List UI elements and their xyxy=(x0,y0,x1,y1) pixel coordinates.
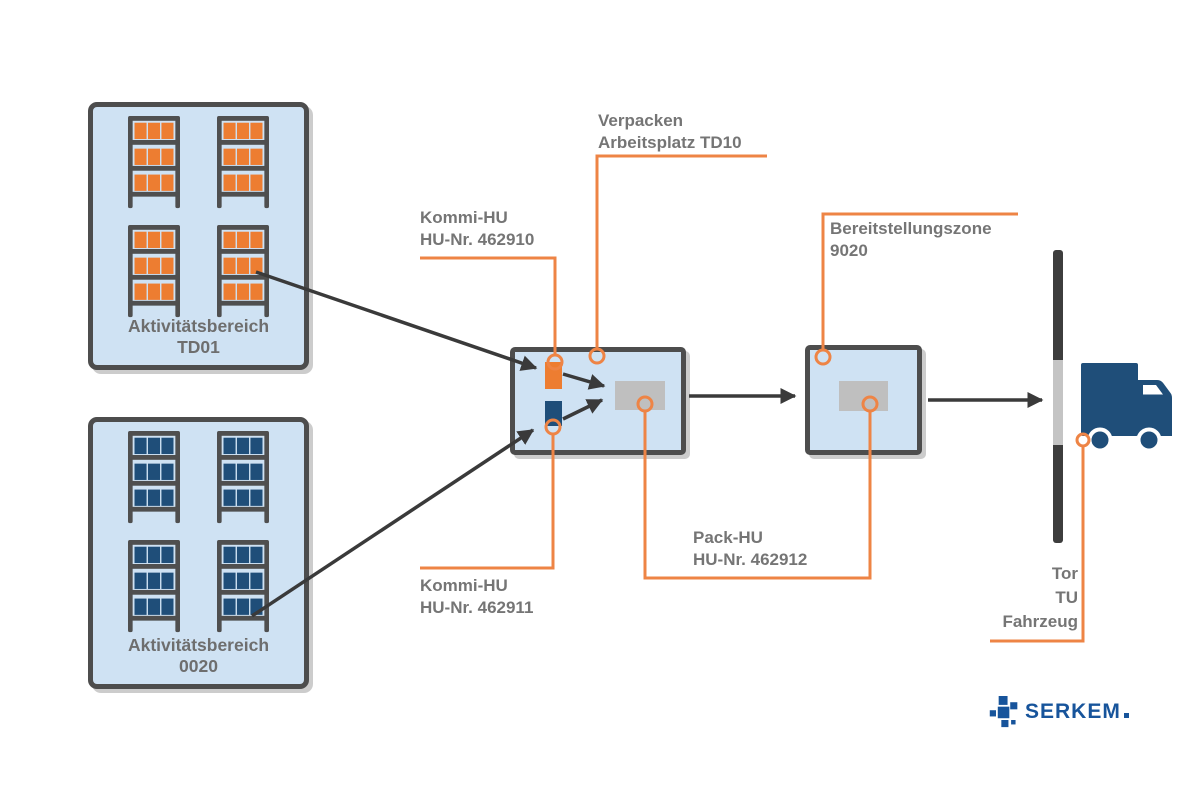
area-td01-label-line1: Aktivitätsbereich xyxy=(127,316,270,336)
staging-zone-box xyxy=(805,345,922,455)
dock-gate-open-section xyxy=(1053,360,1063,445)
label-gate: Tor TU Fahrzeug xyxy=(950,562,1078,634)
label-kommi-hu-1: Kommi-HU HU-Nr. 462910 xyxy=(420,207,534,251)
area-0020-label-line1: Aktivitätsbereich xyxy=(127,635,270,655)
area-td01-label: Aktivitätsbereich TD01 xyxy=(93,316,304,358)
storage-rack-icon xyxy=(128,540,180,633)
kommi1-number: HU-Nr. 462910 xyxy=(420,230,535,249)
pack-title: Pack-HU xyxy=(693,528,763,547)
area-0020-label: Aktivitätsbereich 0020 xyxy=(93,635,304,677)
serkem-logo-mark-icon xyxy=(989,696,1018,728)
storage-rack-icon xyxy=(128,225,180,318)
storage-rack-icon xyxy=(217,116,269,209)
verpacken-workcenter: Arbeitsplatz TD10 xyxy=(598,133,742,152)
serkem-wordmark: SERKEM xyxy=(1025,700,1121,723)
truck-icon xyxy=(1081,363,1172,453)
storage-rack-icon xyxy=(217,540,269,633)
orange-connector-circle xyxy=(1075,432,1091,448)
label-bereitstellungszone: Bereitstellungszone 9020 xyxy=(830,218,992,262)
serkem-logo: SERKEM xyxy=(988,694,1129,730)
gate-tu: TU xyxy=(1055,588,1078,607)
kommi1-title: Kommi-HU xyxy=(420,208,508,227)
activity-area-0020: Aktivitätsbereich 0020 xyxy=(88,417,309,689)
rack-group-0020 xyxy=(93,431,304,636)
connector-kommi1 xyxy=(420,256,557,354)
label-verpacken: Verpacken Arbeitsplatz TD10 xyxy=(598,110,742,154)
pack-number: HU-Nr. 462912 xyxy=(693,550,808,569)
connector-verpacken xyxy=(595,154,767,348)
serkem-logo-dot xyxy=(1123,713,1129,718)
storage-rack-icon xyxy=(217,431,269,524)
verpacken-title: Verpacken xyxy=(598,111,684,130)
area-td01-label-line2: TD01 xyxy=(177,337,220,357)
bereitstellung-number: 9020 xyxy=(830,241,868,260)
area-0020-label-line2: 0020 xyxy=(179,656,218,676)
label-kommi-hu-2: Kommi-HU HU-Nr. 462911 xyxy=(420,575,533,619)
gate-fahrzeug: Fahrzeug xyxy=(1002,612,1078,631)
serkem-logo-text: SERKEM xyxy=(1025,700,1129,724)
storage-rack-icon xyxy=(128,431,180,524)
kommi2-title: Kommi-HU xyxy=(420,576,508,595)
bereitstellung-title: Bereitstellungszone xyxy=(830,219,992,238)
dock-gate-bar xyxy=(1053,250,1063,543)
label-pack-hu: Pack-HU HU-Nr. 462912 xyxy=(693,527,807,571)
packing-station-box xyxy=(510,347,686,455)
gate-tor: Tor xyxy=(1051,564,1078,583)
kommi2-number: HU-Nr. 462911 xyxy=(420,598,534,617)
storage-rack-icon xyxy=(128,116,180,209)
storage-rack-icon xyxy=(217,225,269,318)
rack-group-td01 xyxy=(93,116,304,321)
activity-area-td01: Aktivitätsbereich TD01 xyxy=(88,102,309,370)
